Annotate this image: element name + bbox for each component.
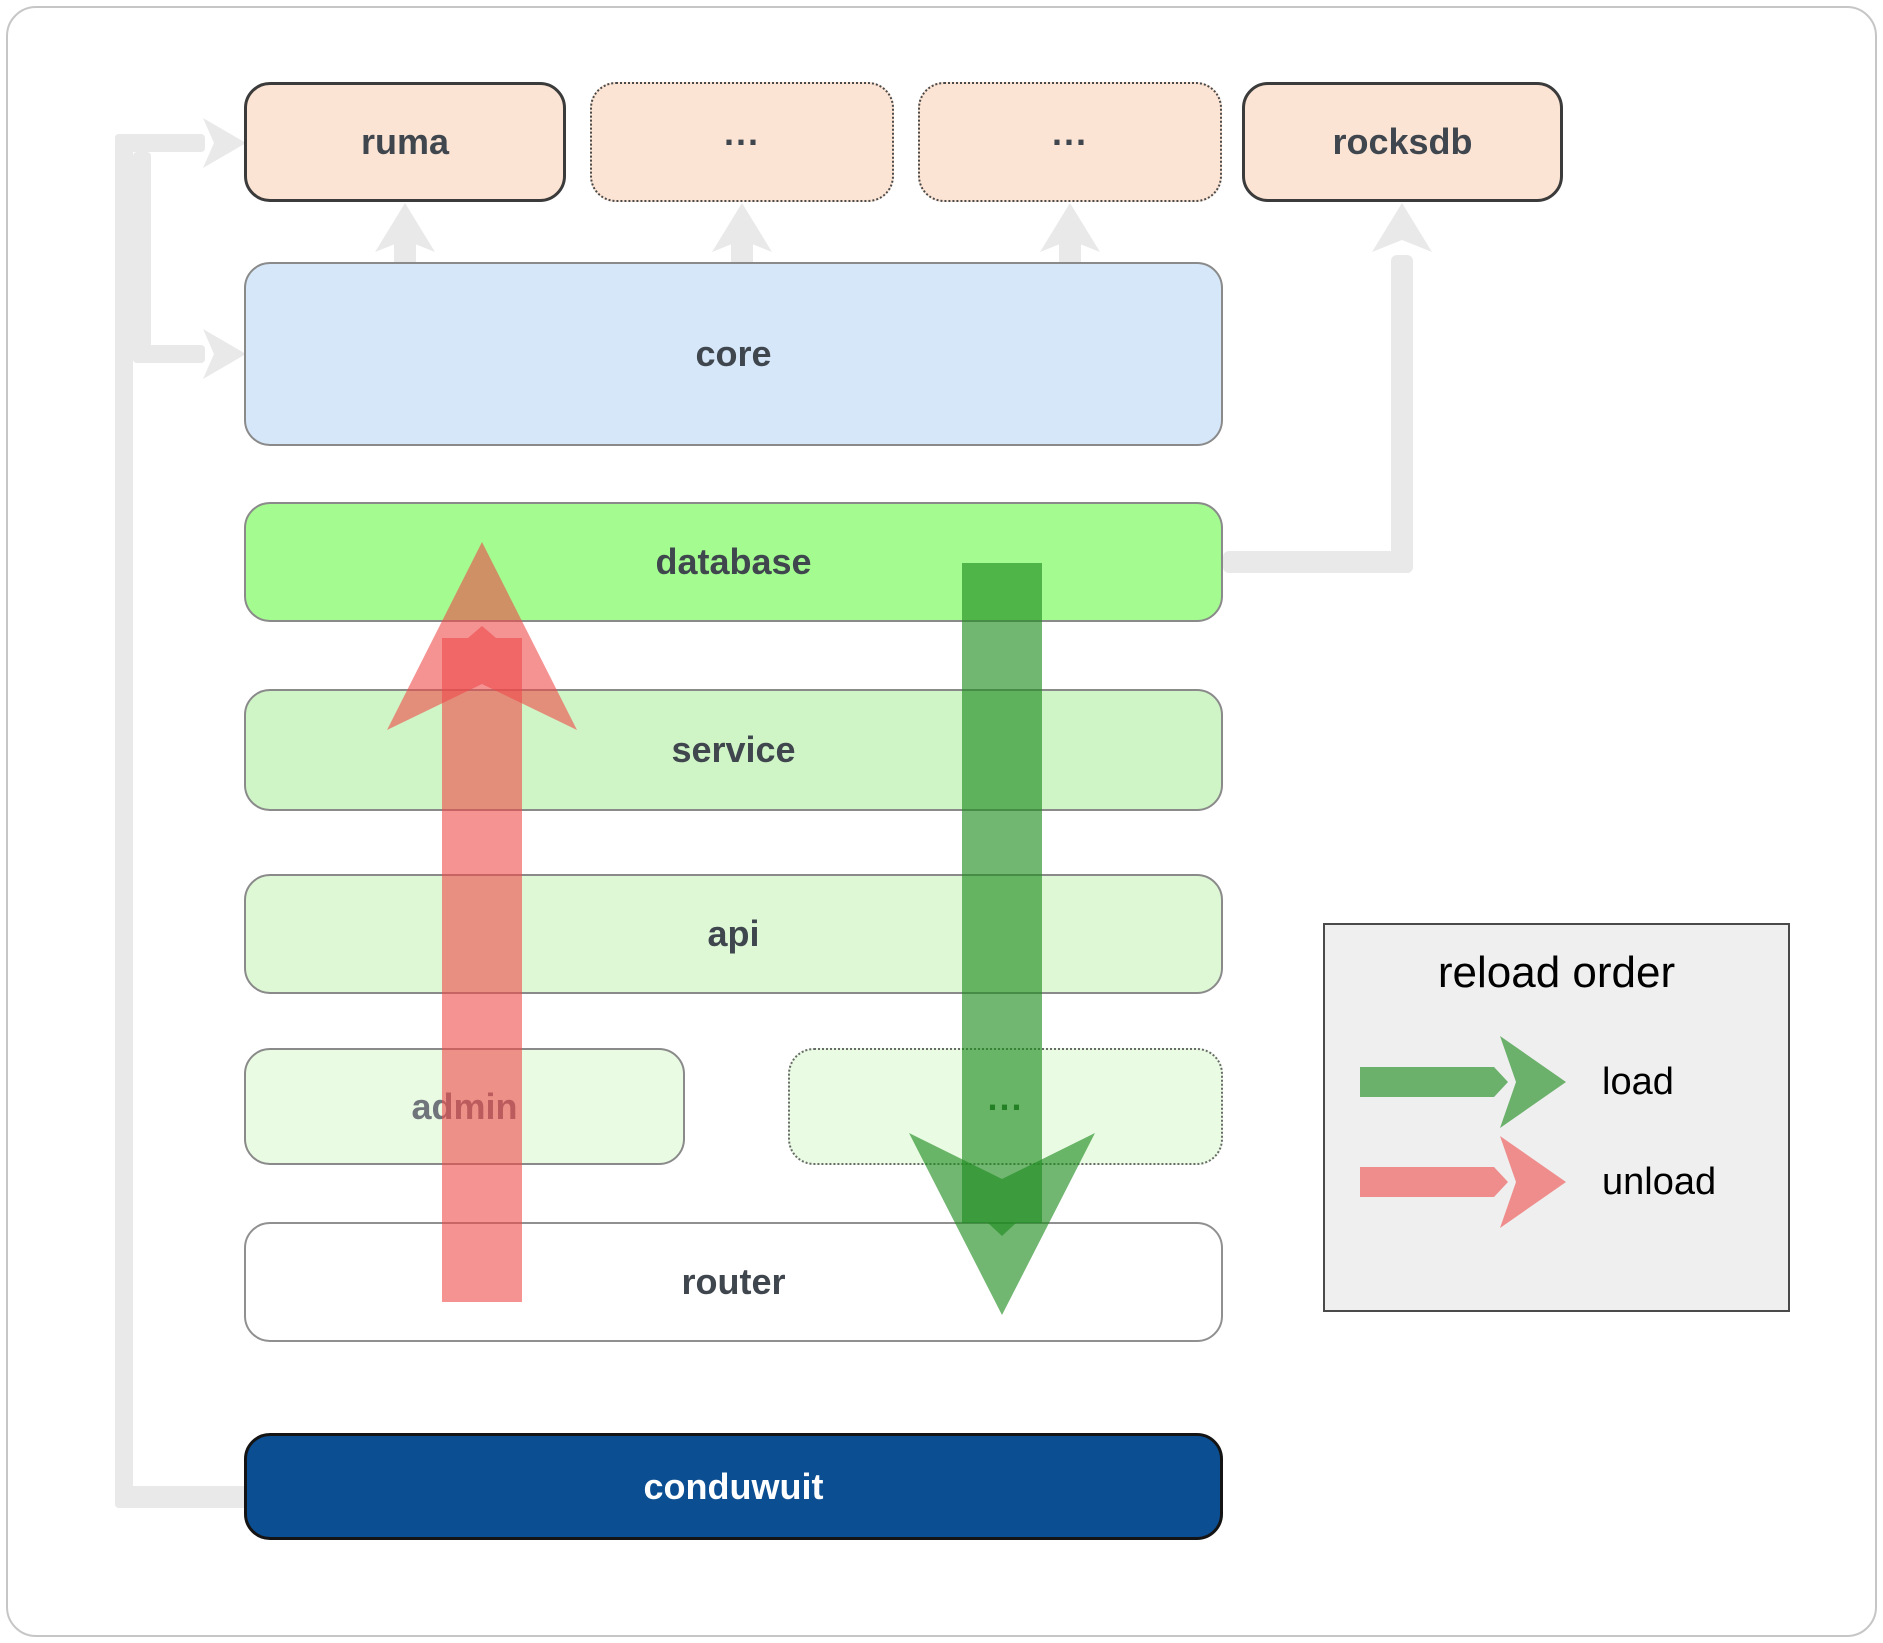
rocksdb-label: rocksdb (1332, 121, 1473, 162)
services-more-label: ... (987, 1076, 1024, 1118)
api-label: api (707, 913, 760, 954)
legend-load-label: load (1602, 1060, 1674, 1103)
conduwuit-box: conduwuit (244, 1433, 1223, 1540)
ruma-box: ruma (244, 82, 566, 202)
deps-more-box-1: ... (590, 82, 894, 202)
ruma-label: ruma (360, 121, 450, 162)
router-box: router (244, 1222, 1223, 1342)
admin-box: admin (244, 1048, 685, 1165)
admin-label: admin (411, 1085, 518, 1127)
services-more-box: ... (788, 1048, 1223, 1165)
database-box: database (244, 502, 1223, 622)
legend-title: reload order (1437, 948, 1676, 997)
core-box: core (244, 262, 1223, 446)
database-label: database (655, 541, 812, 582)
legend-unload-label: unload (1602, 1160, 1717, 1203)
conduwuit-label: conduwuit (643, 1465, 824, 1507)
deps-more-box-2: ... (918, 82, 1222, 202)
service-label: service (671, 729, 796, 770)
deps-more-1-label: ... (723, 112, 760, 153)
api-box: api (244, 874, 1223, 994)
deps-more-2-label: ... (1051, 112, 1088, 153)
router-label: router (681, 1261, 786, 1302)
rocksdb-box: rocksdb (1242, 82, 1563, 202)
core-label: core (695, 333, 772, 374)
service-box: service (244, 689, 1223, 811)
